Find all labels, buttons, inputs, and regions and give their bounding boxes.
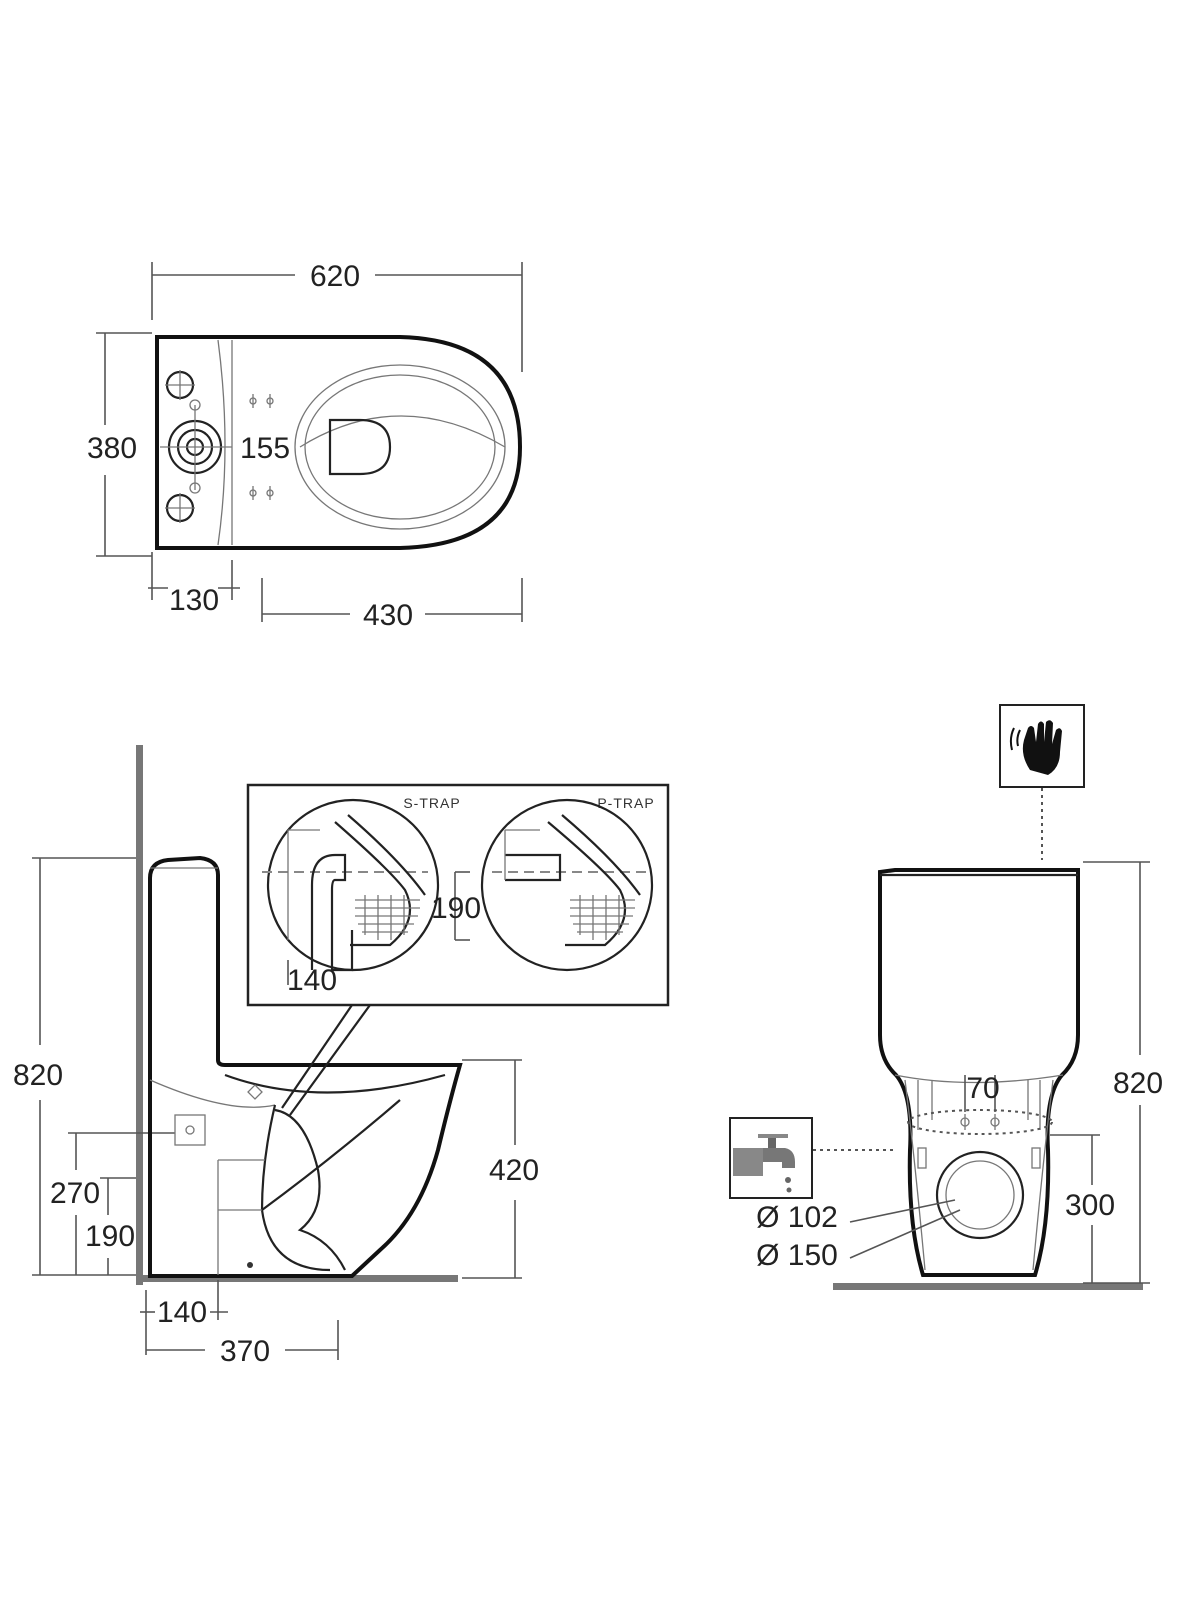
plan-outline: [155, 335, 523, 550]
front-fixing-spacing-label: 70: [966, 1072, 999, 1105]
s-trap-dim-label: 140: [287, 964, 337, 997]
outer-diameter-label: Ø 150: [756, 1239, 838, 1272]
plan-inlet-spacing-label: 155: [240, 432, 290, 465]
side-seat-height-label: 420: [489, 1154, 539, 1187]
p-trap-dim-label: 190: [431, 892, 481, 925]
p-trap-label: P-TRAP: [597, 795, 654, 811]
side-view: 820 270 190 420: [13, 745, 539, 1368]
inset-frame: [246, 783, 670, 1007]
plan-depth-label: 380: [87, 432, 137, 465]
floor: [136, 1275, 458, 1282]
front-floor: [833, 1283, 1143, 1290]
water-tap-icon: [729, 1117, 813, 1199]
inner-diameter-label: Ø 102: [756, 1201, 838, 1234]
side-outlet-height-label: 190: [85, 1220, 135, 1253]
hand-touch-icon: [999, 704, 1085, 788]
side-outlet-from-wall-label: 140: [157, 1296, 207, 1329]
plan-outlet-to-front-label: 430: [363, 599, 413, 632]
side-height-label: 820: [13, 1059, 63, 1092]
side-inlet-height-label: 270: [50, 1177, 100, 1210]
front-outlet-height-label: 300: [1065, 1189, 1115, 1222]
front-view: 70 820 300 Ø 102 Ø 150: [729, 704, 1163, 1290]
plan-width-label: 620: [310, 260, 360, 293]
plan-view: 620 380: [87, 260, 523, 632]
side-profile: [148, 855, 463, 1278]
front-height-label: 820: [1113, 1067, 1163, 1100]
s-trap-label: S-TRAP: [403, 795, 460, 811]
trap-inset: S-TRAP P-TRAP 190 140: [246, 783, 670, 1007]
side-depth-total-label: 370: [220, 1335, 270, 1368]
wall: [136, 745, 143, 1285]
plan-front-offset-label: 130: [169, 584, 219, 617]
